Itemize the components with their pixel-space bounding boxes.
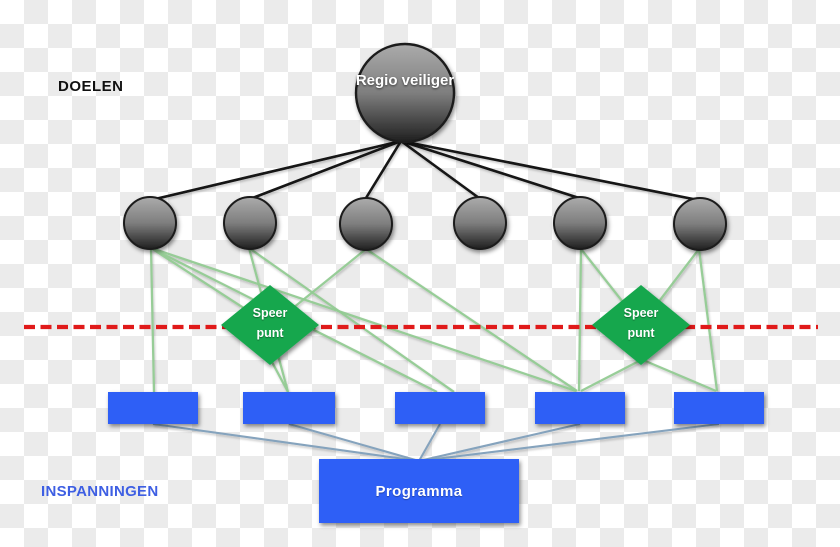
effort-bar-4 [535, 392, 625, 424]
edge-goal1-bar1 [149, 247, 156, 393]
goal-node-1 [123, 196, 177, 250]
goal-node-5 [553, 196, 607, 250]
edge-root-goal-4 [400, 139, 480, 200]
effort-bar-3 [395, 392, 485, 424]
program-edges [152, 422, 720, 463]
edge-diamond1-bar2 [270, 361, 290, 393]
program-bar [319, 459, 519, 523]
edge-root-goal-3 [364, 140, 403, 199]
goal-node-4 [453, 196, 507, 250]
goal-node-3 [339, 197, 393, 251]
edge-root-goal-1 [150, 139, 402, 202]
effort-bar-5 [674, 392, 764, 424]
edge-root-goal-5 [400, 139, 580, 200]
edge-root-goal-2 [249, 139, 402, 201]
edge-goal6-bar5 [697, 248, 719, 392]
edge-bar2-program [288, 422, 420, 463]
edge-goal3-bar4 [365, 248, 578, 392]
diamond-node-1 [221, 285, 319, 365]
edge-root-goal-6 [400, 139, 699, 202]
edge-bar5-program [418, 422, 720, 463]
effort-bars [108, 392, 764, 424]
edge-goal2-bar3 [248, 247, 455, 393]
edge-diamond2-bar5 [642, 358, 717, 393]
root-node [354, 42, 456, 144]
goal-node-2 [223, 196, 277, 250]
edge-bar3-program [418, 423, 441, 462]
effort-bar-1 [108, 392, 198, 424]
goal-node-6 [673, 197, 727, 251]
edge-bar1-program [152, 422, 420, 463]
edge-bar4-program [418, 422, 581, 463]
edge-diamond2-bar4 [580, 358, 642, 393]
goal-nodes [123, 196, 727, 251]
effort-bar-2 [243, 392, 335, 424]
root-goal-edges [150, 139, 699, 202]
edge-goal1-bar4 [150, 246, 577, 393]
diamond-node-2 [592, 285, 690, 365]
edge-goal5-bar4 [577, 248, 583, 392]
